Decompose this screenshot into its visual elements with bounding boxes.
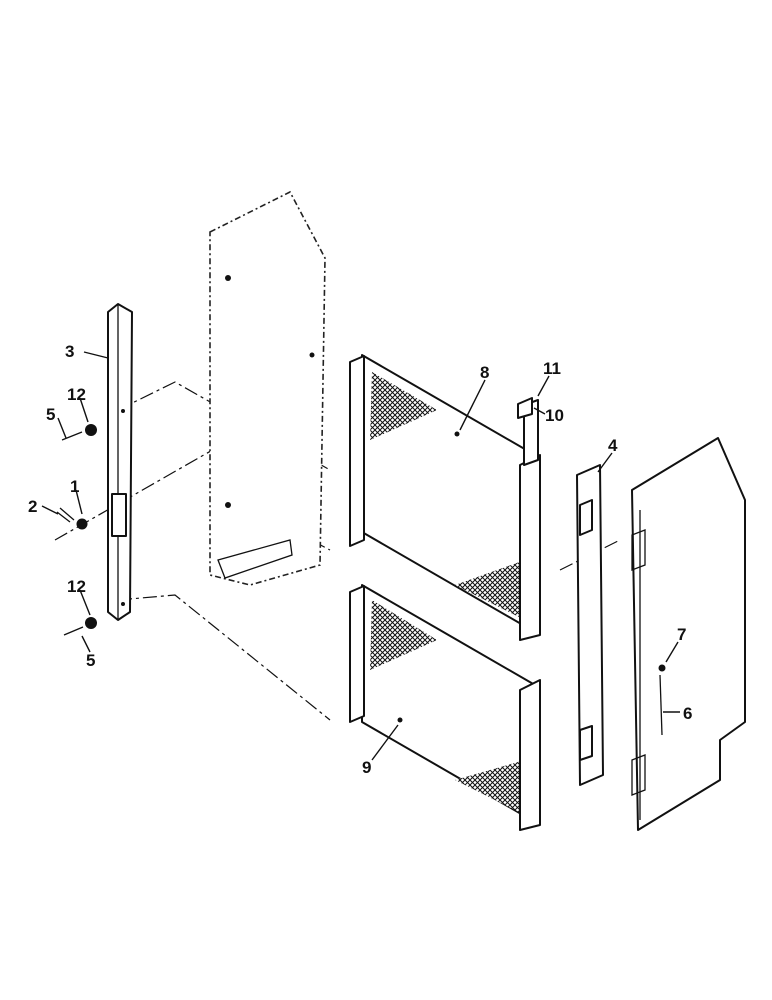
callout-3: 3 (65, 342, 74, 361)
rod-6 (659, 674, 663, 736)
callout-2: 2 (28, 497, 37, 516)
bolt-lower (63, 626, 84, 636)
callout-1: 1 (70, 477, 79, 496)
callout-9: 9 (362, 758, 371, 777)
washer-lower (85, 617, 97, 629)
callout-5-lower: 5 (86, 651, 95, 670)
left-side-panel (209, 190, 326, 586)
fastener-7 (658, 664, 666, 672)
callout-10: 10 (545, 406, 564, 425)
hardware (56, 424, 97, 636)
callout-8: 8 (480, 363, 489, 382)
lower-screen-frame (349, 584, 541, 831)
callout-5-upper: 5 (46, 405, 55, 424)
callout-4: 4 (608, 436, 618, 455)
washer-upper (85, 424, 97, 436)
right-mounting-bracket (576, 464, 604, 786)
washer-middle (76, 518, 88, 530)
small-bracket (517, 397, 533, 419)
callout-6: 6 (683, 704, 692, 723)
right-side-panel (631, 437, 746, 831)
callout-11: 11 (543, 359, 561, 378)
callout-12-lower: 12 (67, 577, 86, 596)
callout-12-upper: 12 (67, 385, 86, 404)
leader-lines (41, 351, 680, 761)
upper-screen-frame (349, 354, 541, 641)
callout-labels: 3 12 5 1 2 12 5 8 11 10 4 7 6 9 (28, 342, 692, 777)
bolt-upper (61, 431, 83, 441)
left-mounting-bracket (107, 303, 133, 621)
callout-7: 7 (677, 625, 686, 644)
retaining-pin (56, 507, 75, 523)
